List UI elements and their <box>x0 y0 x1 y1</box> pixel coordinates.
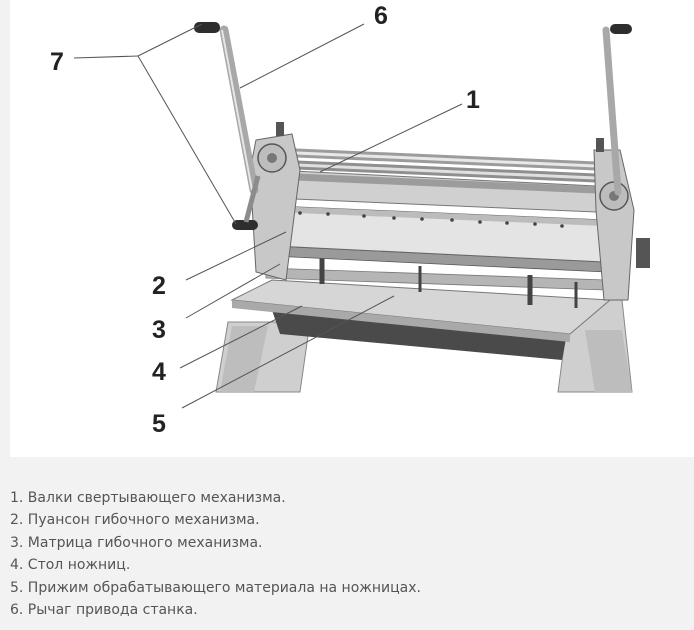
callout-3: 3 <box>152 316 166 344</box>
callout-7: 7 <box>50 48 64 76</box>
left-upper-handle <box>194 22 220 33</box>
machine-figure: 6 7 1 2 3 4 5 <box>10 0 694 457</box>
legend-item-4: 4. Стол ножниц. <box>10 557 131 574</box>
callout-4: 4 <box>152 358 166 386</box>
right-lever <box>602 26 622 196</box>
left-lever-highlight <box>221 29 253 191</box>
rolls <box>269 147 601 194</box>
right-stand-shadow <box>585 330 632 392</box>
callout-2: 2 <box>152 272 166 300</box>
shear-table-edge <box>232 300 570 342</box>
legend-item-1: 1. Валки свертывающего механизма. <box>10 490 286 506</box>
legend-item-2: 2. Пуансон гибочного механизма. <box>10 512 260 529</box>
left-stand-shadow <box>220 326 268 392</box>
bending-punch-shade <box>274 206 604 226</box>
callout-5: 5 <box>152 410 166 438</box>
right-upper-handle <box>610 24 632 34</box>
callout-1: 1 <box>466 86 480 114</box>
leader-lines <box>73 23 463 409</box>
legend-item-5: 5. Прижим обрабатывающего материала на н… <box>10 579 421 596</box>
callout-6: 6 <box>374 2 388 30</box>
machine-diagram: 6 7 1 2 3 4 5 <box>50 2 650 438</box>
left-top-knob <box>276 122 284 136</box>
parts-legend: 1. Валки свертывающего механизма. 2. Пуа… <box>10 487 680 621</box>
left-lever <box>219 25 259 195</box>
left-lower-handle <box>232 220 258 230</box>
right-top-knob <box>596 138 604 152</box>
legend-item-6: 6. Рычаг привода станка. <box>10 602 198 619</box>
left-roll-hub-center <box>267 153 277 163</box>
legend-item-3: 3. Матрица гибочного механизма. <box>10 534 263 551</box>
right-side-clamp <box>636 238 650 268</box>
left-lower-handle-arm <box>243 175 261 223</box>
